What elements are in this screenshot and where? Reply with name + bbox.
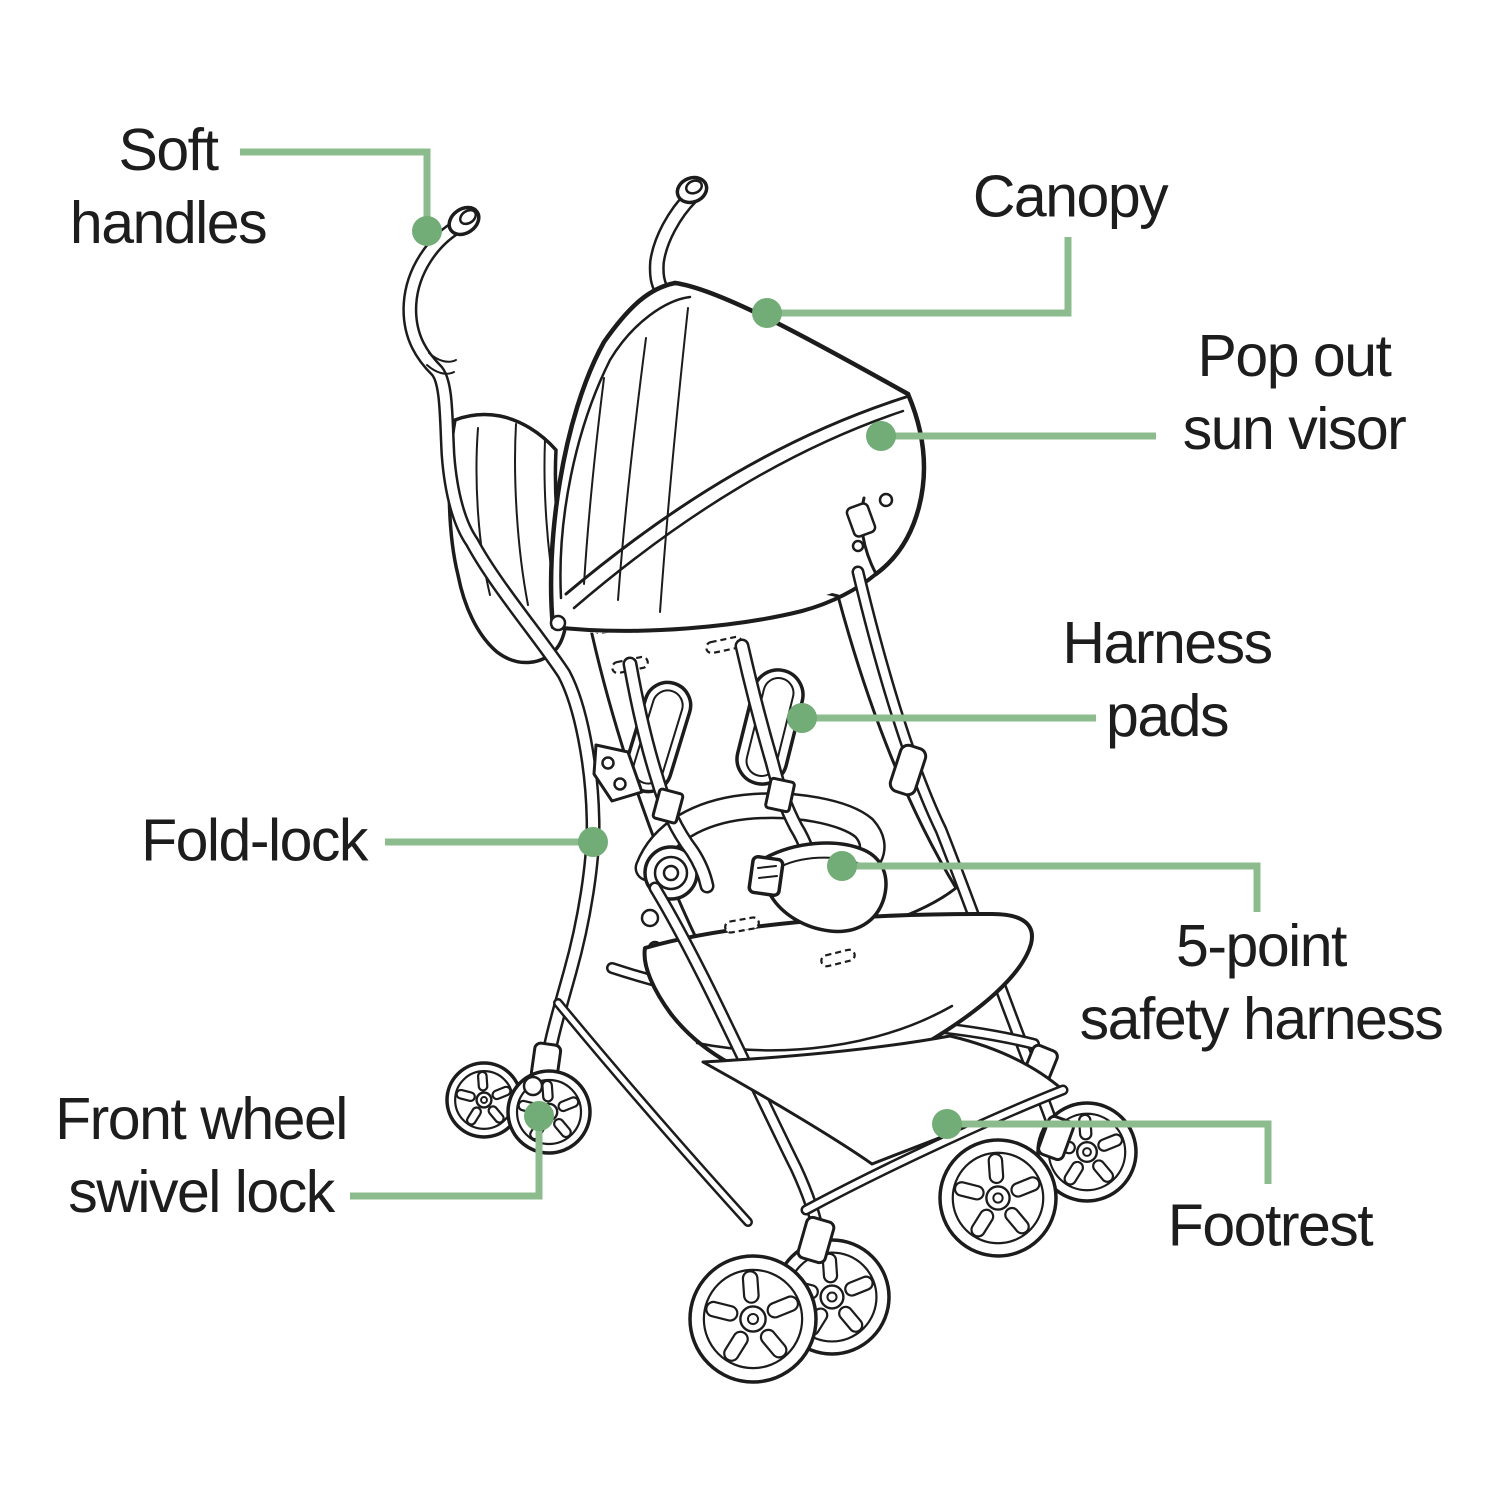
label-text: sun visor [1182, 396, 1407, 462]
leader-safety-harness [842, 862, 1261, 912]
right-handle-tube [648, 188, 700, 297]
right-handle-grip [675, 175, 709, 205]
label-text: Harness [1062, 610, 1273, 676]
label-text: Fold-lock [141, 807, 368, 874]
label-footrest: Footrest [1167, 1190, 1374, 1263]
leader-footrest [947, 1120, 1272, 1184]
storage-basket [701, 1034, 1065, 1166]
callout-dot-sun-visor [866, 421, 896, 451]
callout-dot-swivel-lock [524, 1101, 554, 1131]
leader-swivel-lock [350, 1116, 543, 1200]
label-text: Pop out [1197, 323, 1392, 389]
callout-dot-harness-pads [787, 703, 817, 733]
rear-pouch [447, 412, 570, 665]
label-swivel-lock: Front wheel swivel lock [55, 1083, 348, 1229]
harness-hardware [651, 776, 796, 825]
label-text: swivel lock [68, 1159, 335, 1225]
label-sun-visor: Pop out sun visor [1182, 320, 1407, 466]
label-text: pads [1106, 683, 1229, 749]
label-text: Front wheel [55, 1086, 348, 1152]
left-handle-and-rear-left-leg [402, 216, 601, 1066]
leader-canopy [767, 237, 1072, 317]
callout-dot-canopy [752, 298, 782, 328]
label-fold-lock: Fold-lock [141, 805, 368, 878]
leader-soft-handles [240, 148, 431, 231]
label-safety-harness: 5-point safety harness [1079, 910, 1444, 1056]
callout-dot-safety-harness [827, 851, 857, 881]
label-text: 5-point [1176, 913, 1347, 979]
wheels [445, 1041, 1138, 1384]
callout-dot-footrest [932, 1109, 962, 1139]
callout-dot-soft-handles [412, 216, 442, 246]
label-text: handles [69, 190, 268, 256]
label-text: Footrest [1167, 1192, 1374, 1259]
left-handle-grip [426, 205, 481, 375]
label-text: safety harness [1079, 986, 1444, 1052]
canopy-illustration [548, 280, 927, 633]
callout-leaders [240, 148, 1272, 1200]
label-text: Canopy [972, 163, 1169, 230]
label-canopy: Canopy [972, 161, 1169, 234]
label-text: Soft [118, 117, 219, 183]
label-soft-handles: Soft handles [69, 114, 268, 260]
footrest-rail [800, 1084, 1069, 1216]
label-harness-pads: Harness pads [1062, 607, 1273, 753]
callout-dot-fold-lock [578, 827, 608, 857]
